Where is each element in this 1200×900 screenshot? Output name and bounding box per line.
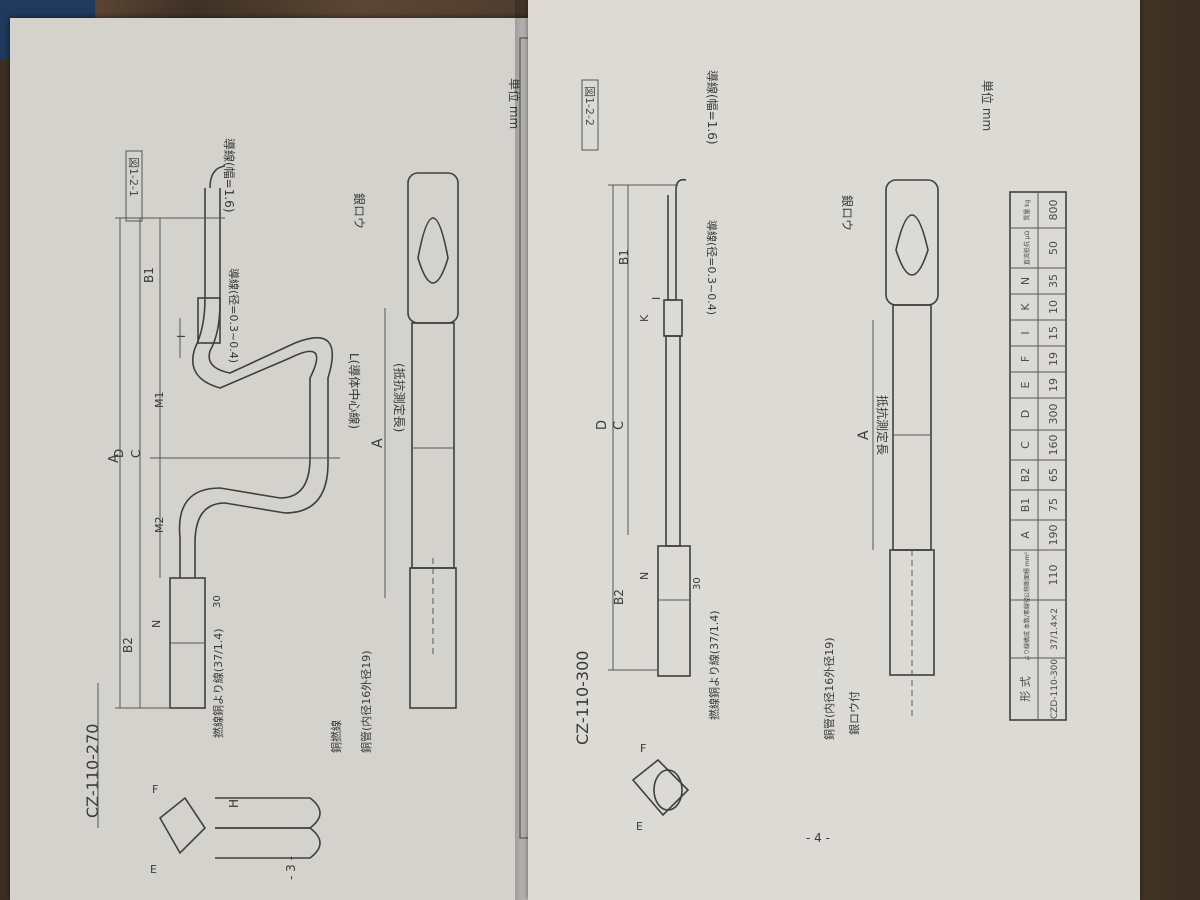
right-figure-label: 図1-2-2 <box>581 79 599 151</box>
dim-E-right: E <box>636 820 643 833</box>
right-solder-label: 銀ロウ <box>840 195 854 231</box>
dim-B2-left: B2 <box>121 637 135 653</box>
table-header-cell: E <box>1019 381 1032 388</box>
table-row-cell: 800 <box>1047 200 1060 221</box>
table-row-cell: 160 <box>1047 435 1060 456</box>
left-page-number: - 3 - <box>284 856 298 880</box>
left-model-name: CZ-110-270 <box>83 724 102 818</box>
left-wire-dim-label: 導線(径=0.3~0.4) <box>227 268 241 363</box>
table-header-cell: 質量 kg <box>1023 199 1031 220</box>
table-header-cell: 形 式 <box>1019 676 1032 702</box>
dim-B2-right: B2 <box>612 589 626 605</box>
dim-N-right: N <box>638 572 651 580</box>
dim-M1-left: M1 <box>153 392 166 409</box>
spec-table: 形 式 CZD-110-300 より線構成 本数/素線径 37/1.4×2 公称断面積 … <box>1009 191 1067 721</box>
dim-H-left: H <box>227 799 241 808</box>
dim-I-right: I <box>650 297 663 300</box>
table-header-cell: K <box>1019 303 1032 311</box>
right-wire-label: 導線(幅=1.6) <box>705 70 720 145</box>
left-strand2-label: 銅撚線 <box>329 720 343 753</box>
table-header-cell: D <box>1019 410 1032 418</box>
table-row-cell: 10 <box>1047 300 1060 314</box>
left-dimension-lines: A B1 B2 C D M1 M2 N I <box>107 217 340 709</box>
table-header-cell: C <box>1019 441 1032 449</box>
svg-text:図1-2-1: 図1-2-1 <box>127 157 140 197</box>
left-side-view <box>169 165 333 709</box>
left-strand-label: 撚線銅より線(37/1.4) <box>211 628 225 738</box>
left-wire-label: 導線(幅=1.6) <box>222 138 237 213</box>
table-row-cell: 19 <box>1047 378 1060 392</box>
dim-K-right: K <box>638 314 651 322</box>
right-model-name: CZ-110-300 <box>573 651 592 745</box>
table-header-cell: A <box>1019 531 1032 539</box>
right-thirty-label: 30 <box>692 577 703 590</box>
left-unit-label: 単位 mm <box>507 78 522 129</box>
right-end-view: E F <box>631 742 690 833</box>
dim-C-right: C <box>612 421 627 430</box>
dim-M2-left: M2 <box>153 517 166 534</box>
table-header-cell: F <box>1019 356 1032 362</box>
dim-F-right: F <box>640 742 646 755</box>
table-row-cell: 37/1.4×2 <box>1050 608 1060 650</box>
right-strand-label: 撚線銅より線(37/1.4) <box>707 610 721 720</box>
left-tube-label: 銅管(内径16外径19) <box>359 650 373 753</box>
table-header-cell: より線構成 本数/素線径 <box>1023 597 1031 661</box>
right-drawing: 図1-2-2 単位 mm CZ-110-300 D C B1 B2 K N I … <box>573 70 1067 845</box>
dim-D-left: A <box>107 454 122 463</box>
right-resist-label: 抵抗測定長 <box>875 395 890 455</box>
dim-A-left: A <box>370 438 386 448</box>
table-row-cell: 300 <box>1047 404 1060 425</box>
left-page: 単位 mm 図1-2-1 CZ-110-270 <box>10 18 530 900</box>
right-side-view: D C B1 B2 K N I 導線(幅=1.6) 導線(径=0.3~0.4) … <box>595 70 721 720</box>
table-header-cell: N <box>1019 277 1032 285</box>
dim-E-left: E <box>150 863 157 876</box>
table-row-cell: CZD-110-300 <box>1050 659 1060 720</box>
left-drawing: 単位 mm 図1-2-1 CZ-110-270 <box>83 37 530 880</box>
table-header-cell: B1 <box>1019 498 1032 513</box>
right-page: 図1-2-2 単位 mm CZ-110-300 D C B1 B2 K N I … <box>528 0 1140 900</box>
dim-A-right: A <box>856 430 872 440</box>
right-wire-dim-label: 導線(径=0.3~0.4) <box>705 220 719 315</box>
left-figure-label: 図1-2-1 <box>125 150 143 222</box>
table-row-cell: 190 <box>1047 525 1060 546</box>
svg-text:図1-2-2: 図1-2-2 <box>583 86 596 126</box>
table-header-cell: I <box>1019 331 1032 334</box>
left-resist-label: (抵抗測定長) <box>392 363 407 432</box>
left-solder-label: 銀ロウ <box>352 193 366 229</box>
table-header-cell: 公称断面積 mm² <box>1023 551 1031 598</box>
dim-C-left: C <box>129 450 143 458</box>
table-row-cell: 15 <box>1047 326 1060 340</box>
table-row-cell: 110 <box>1047 565 1060 586</box>
table-header-cell: 直流抵抗 μΩ <box>1023 230 1031 265</box>
dim-F-left: F <box>152 783 158 796</box>
right-page-number: - 4 - <box>806 831 830 845</box>
dim-D-right: D <box>595 420 610 430</box>
table-row-cell: 35 <box>1047 274 1060 288</box>
dim-B1-left: B1 <box>142 267 156 283</box>
dim-D2-left: D <box>112 449 126 458</box>
left-end-view: H E F <box>150 783 321 876</box>
dim-B1-right: B1 <box>617 249 631 265</box>
right-front-view: A 抵抗測定長 銀ロウ 銅管(内径16外径19) 銀ロウ付 <box>822 179 939 740</box>
table-row-cell: 50 <box>1047 241 1060 255</box>
right-unit-label: 単位 mm <box>980 80 995 131</box>
left-front-view: A (抵抗測定長) 銀ロウ 銅管(内径16外径19) 銅撚線 <box>329 172 459 753</box>
table-row-cell: 19 <box>1047 352 1060 366</box>
table-row-cell: 75 <box>1047 498 1060 512</box>
right-strand2-label: 銀ロウ付 <box>847 691 861 735</box>
left-edge-table-strip <box>519 37 530 839</box>
table-header-cell: B2 <box>1019 468 1032 483</box>
dim-I-left: I <box>175 335 188 338</box>
left-thirty-label: 30 <box>212 595 223 608</box>
left-center-label: L(導体中心線) <box>347 353 362 429</box>
table-row-cell: 65 <box>1047 468 1060 482</box>
dim-N-left: N <box>150 620 163 628</box>
right-tube-label: 銅管(内径16外径19) <box>822 637 836 740</box>
